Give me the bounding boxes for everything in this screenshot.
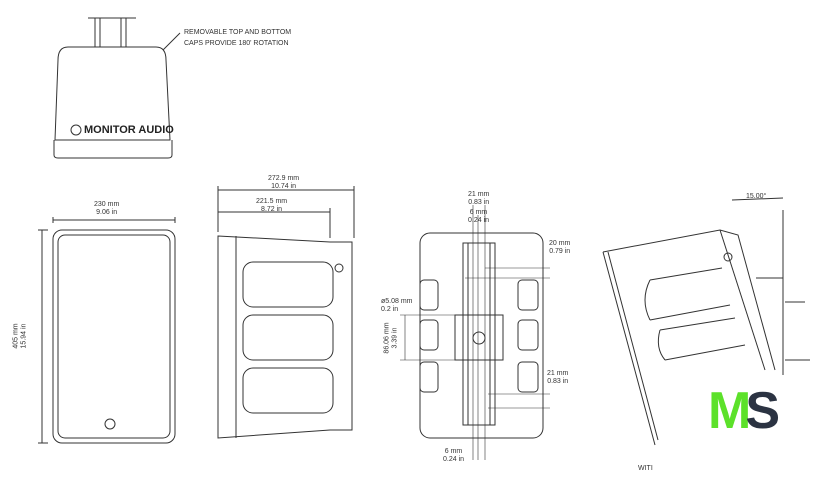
width-in: 9.06 in bbox=[96, 209, 118, 216]
side-view-drawing bbox=[217, 186, 355, 439]
bottom-slot-in: 0.83 in bbox=[547, 378, 569, 385]
height-mm: 405 mm bbox=[12, 323, 20, 349]
bottom-slot-mm: 21 mm bbox=[547, 370, 569, 377]
total-depth-mm: 272.9 mm bbox=[268, 175, 300, 182]
slot-width-in: 0.83 in bbox=[468, 199, 490, 206]
top-offset-in: 0.79 in bbox=[549, 248, 571, 255]
note-line-1: REMOVABLE TOP AND BOTTOM bbox=[184, 29, 292, 36]
bottom-gap-in: 0.24 in bbox=[443, 456, 465, 463]
hole-dia-mm: ø5.08 mm bbox=[381, 298, 413, 305]
width-mm: 230 mm bbox=[94, 201, 120, 208]
top-offset-mm: 20 mm bbox=[549, 240, 571, 247]
hole-dia-in: 0.2 in bbox=[381, 306, 399, 313]
top-view-drawing bbox=[53, 17, 181, 159]
hole-spacing-mm: 86.06 mm bbox=[383, 322, 391, 354]
height-in: 15.94 in bbox=[20, 323, 28, 349]
slot-gap-mm: 6 mm bbox=[469, 209, 488, 216]
note-line-2: CAPS PROVIDE 180' ROTATION bbox=[184, 40, 289, 47]
bottom-gap-mm: 6 mm bbox=[444, 448, 463, 455]
total-depth-in: 10.74 in bbox=[271, 183, 297, 190]
hole-spacing-in: 3.39 in bbox=[391, 327, 399, 349]
logo-m: M bbox=[708, 382, 751, 440]
tilt-angle-label: 15.00° bbox=[746, 193, 767, 200]
rotation-note: REMOVABLE TOP AND BOTTOM CAPS PROVIDE 18… bbox=[184, 27, 291, 49]
ms-logo: MS bbox=[708, 382, 780, 440]
slot-width-mm: 21 mm bbox=[468, 191, 490, 198]
body-depth-mm: 221.5 mm bbox=[256, 198, 288, 205]
logo-s: S bbox=[745, 382, 780, 440]
front-view-drawing bbox=[38, 217, 176, 444]
rear-view-drawing bbox=[400, 205, 550, 460]
monitor-audio-brand: MONITOR AUDIO bbox=[84, 124, 174, 136]
slot-gap-in: 0.24 in bbox=[468, 217, 490, 224]
tilt-caption: WITI bbox=[638, 465, 653, 472]
body-depth-in: 8.72 in bbox=[261, 206, 283, 213]
tilt-view-drawing bbox=[602, 197, 810, 446]
